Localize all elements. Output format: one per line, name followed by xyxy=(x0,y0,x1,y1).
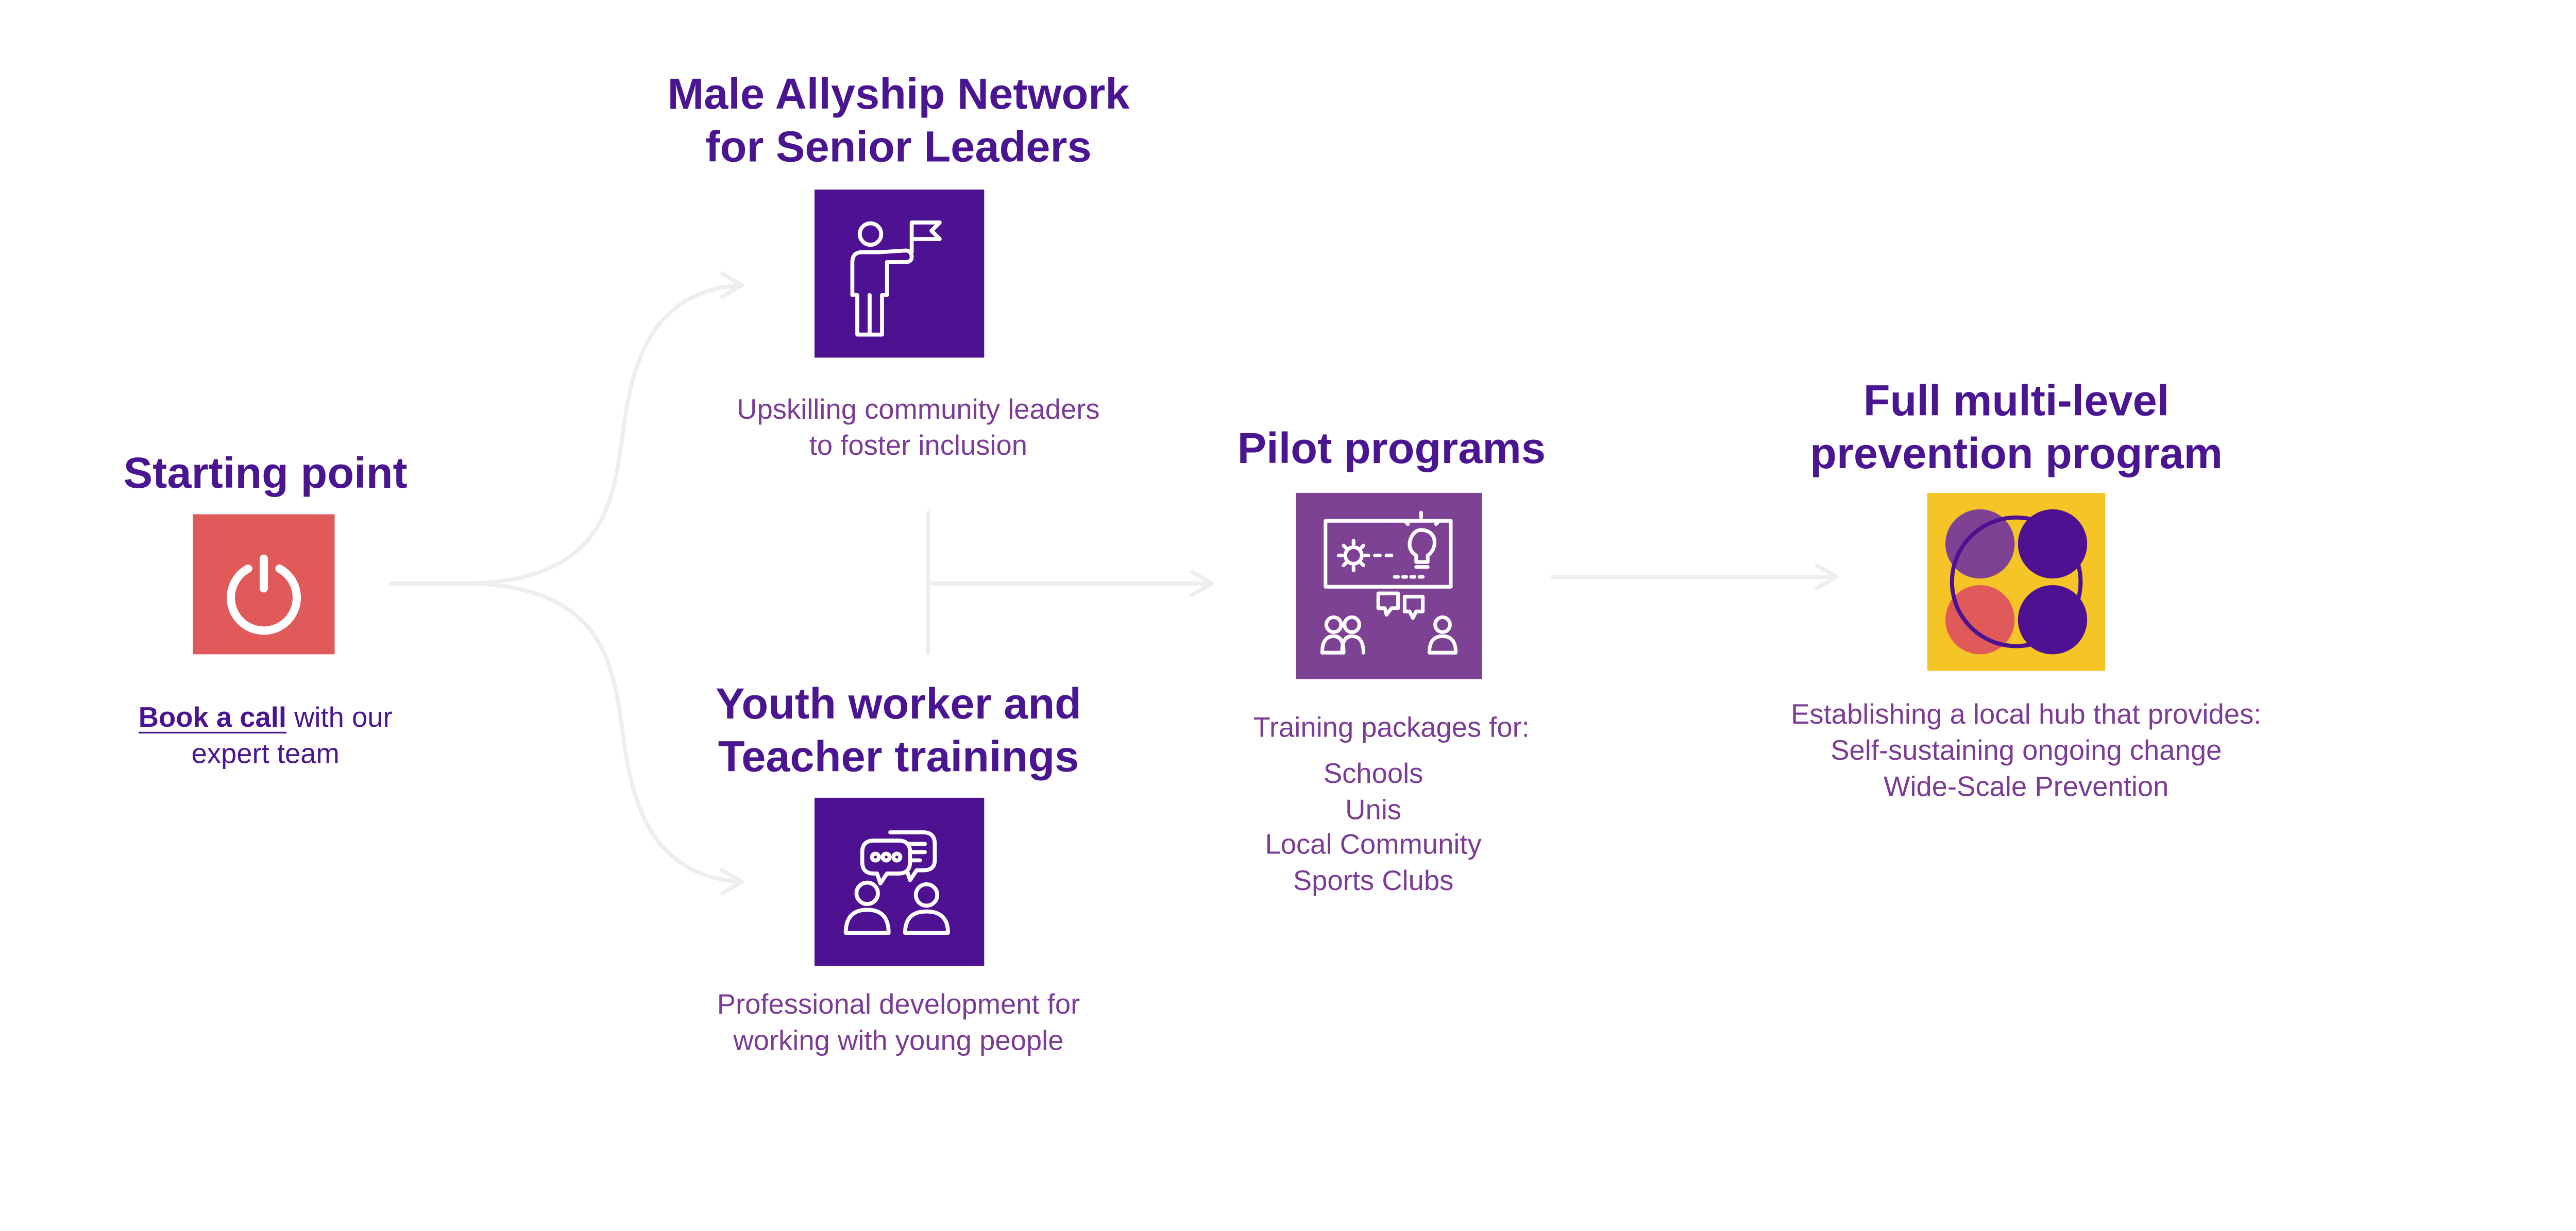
male-allyship-desc-line1: Upskilling community leaders xyxy=(737,394,1100,425)
expert-team-text: expert team xyxy=(191,738,340,770)
youth-desc-line1: Professional development for xyxy=(717,989,1080,1020)
youth-trainings-desc: Professional development for working wit… xyxy=(717,987,1080,1060)
pilot-desc-intro: Training packages for: xyxy=(1253,712,1530,744)
youth-title-line1: Youth worker and xyxy=(716,679,1081,729)
power-icon xyxy=(193,514,335,655)
full-program-title: Full multi-level prevention program xyxy=(1810,374,2223,480)
circles-hub-icon xyxy=(1927,492,2106,671)
full-title-line2: prevention program xyxy=(1810,429,2223,478)
youth-trainings-title: Youth worker and Teacher trainings xyxy=(716,677,1081,783)
pilot-item: Unis xyxy=(1345,794,1402,826)
male-allyship-desc: Upskilling community leaders to foster i… xyxy=(737,392,1099,465)
book-a-call-link[interactable]: Book a call xyxy=(138,702,287,733)
book-call-line: Book a call with our xyxy=(139,700,393,737)
starting-point-tile xyxy=(193,514,335,655)
starting-point-desc: Book a call with our expert team xyxy=(139,700,393,773)
arrowhead-pilot xyxy=(1190,570,1214,597)
arrowhead-full xyxy=(1815,563,1839,591)
youth-trainings-tile xyxy=(814,797,985,966)
pilot-item: Sports Clubs xyxy=(1293,865,1454,897)
full-program-tile xyxy=(1927,492,2106,671)
arrowhead-youth xyxy=(720,868,744,896)
connector-to-youth xyxy=(468,581,744,884)
youth-title-line2: Teacher trainings xyxy=(718,731,1079,781)
male-allyship-title-line1: Male Allyship Network xyxy=(667,69,1130,119)
male-allyship-tile xyxy=(814,190,985,358)
full-desc-line3: Wide-Scale Prevention xyxy=(1884,771,2169,803)
pilot-desc-list: Schools Unis Local Community Sports Club… xyxy=(1217,757,1530,900)
youth-desc-line2: working with young people xyxy=(733,1025,1064,1057)
connector-to-male-allyship xyxy=(468,283,744,586)
pilot-programs-title: Pilot programs xyxy=(1237,423,1546,473)
pilot-programs-tile xyxy=(1296,492,1482,679)
full-title-line1: Full multi-level xyxy=(1863,375,2170,425)
pilot-programs-desc: Training packages for: Schools Unis Loca… xyxy=(1253,710,1530,899)
male-allyship-desc-line2: to foster inclusion xyxy=(809,430,1028,461)
training-presentation-icon xyxy=(1296,492,1482,679)
starting-point-title: Starting point xyxy=(123,448,408,498)
pilot-item: Local Community xyxy=(1265,829,1482,861)
book-call-suffix: with our xyxy=(286,702,393,733)
full-desc-line1: Establishing a local hub that provides: xyxy=(1791,698,2262,730)
leader-with-flag-icon xyxy=(814,190,985,358)
arrowhead-male-allyship xyxy=(720,271,744,299)
full-program-desc: Establishing a local hub that provides: … xyxy=(1791,697,2261,806)
speech-bubbles-people-icon xyxy=(814,797,985,966)
full-desc-line2: Self-sustaining ongoing change xyxy=(1831,735,2222,766)
male-allyship-title-line2: for Senior Leaders xyxy=(705,122,1092,172)
male-allyship-title: Male Allyship Network for Senior Leaders xyxy=(668,67,1130,173)
pilot-item: Schools xyxy=(1323,758,1423,790)
